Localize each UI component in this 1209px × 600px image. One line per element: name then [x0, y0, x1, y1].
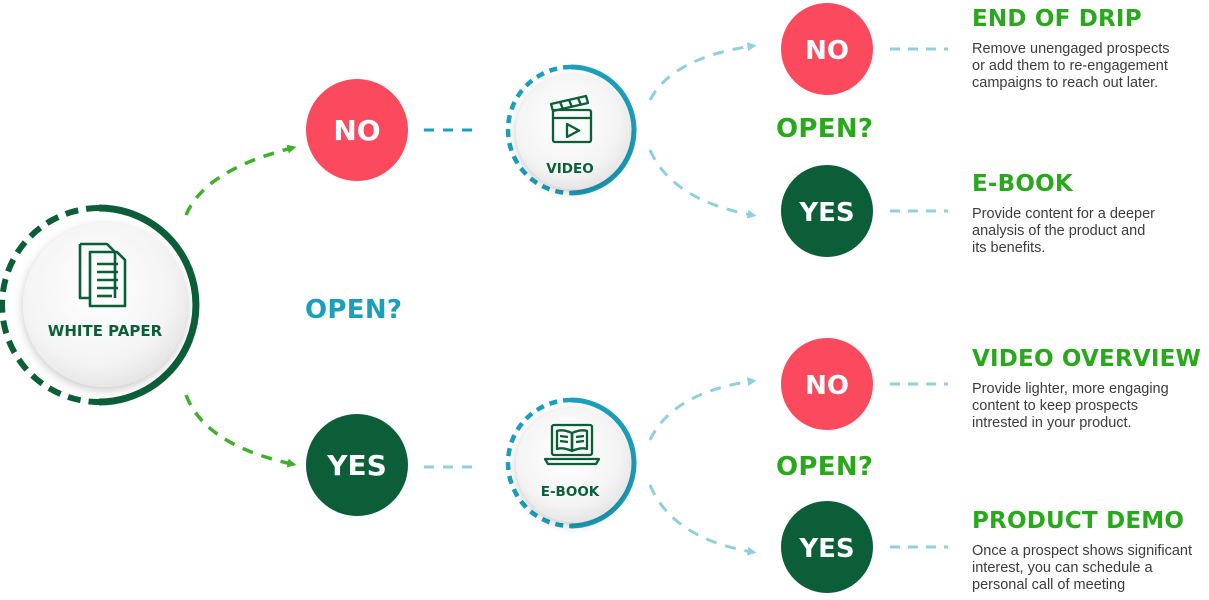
decision-label-video: OPEN?: [776, 114, 874, 144]
ebook-label: E-BOOK: [541, 484, 600, 500]
answer-yes-video: YES: [781, 165, 873, 257]
decision-label-first: OPEN?: [305, 295, 403, 325]
video-node: VIDEO: [505, 64, 637, 196]
outcome-title: VIDEO OVERVIEW: [972, 346, 1202, 372]
outcome-video-overview: VIDEO OVERVIEW Provide lighter, more eng…: [972, 346, 1204, 432]
outcome-description: Provide content for a deeper analysis of…: [972, 206, 1155, 256]
document-icon: [78, 242, 127, 308]
outcome-ebook: E-BOOK Provide content for a deeper anal…: [972, 171, 1204, 257]
video-label: VIDEO: [546, 161, 593, 177]
outcome-title: END OF DRIP: [972, 6, 1142, 32]
outcome-title: E-BOOK: [972, 171, 1073, 197]
answer-yes-ebook: YES: [781, 501, 873, 593]
svg-text:YES: YES: [326, 449, 387, 482]
outcome-title: PRODUCT DEMO: [972, 508, 1185, 534]
svg-text:YES: YES: [798, 534, 854, 564]
svg-text:NO: NO: [805, 371, 849, 401]
answer-no-ebook: NO: [781, 338, 873, 430]
laptop-book-icon: [543, 423, 601, 466]
svg-text:NO: NO: [805, 36, 849, 66]
arrow-ebook-to-yes: [648, 484, 757, 556]
arrow-whitepaper-to-no: [184, 144, 297, 216]
svg-text:YES: YES: [798, 198, 854, 228]
arrow-video-to-no: [648, 42, 757, 101]
svg-text:NO: NO: [333, 114, 380, 147]
decision-label-ebook: OPEN?: [776, 452, 874, 482]
answer-no-1: NO: [306, 79, 408, 181]
outcome-description: Provide lighter, more engaging content t…: [972, 381, 1169, 431]
answer-no-video: NO: [781, 3, 873, 95]
outcome-description: Remove unengaged prospects or add them t…: [972, 41, 1170, 91]
arrow-video-to-yes: [648, 149, 757, 219]
clapperboard-icon: [549, 94, 593, 144]
white-paper-node: WHITE PAPER: [0, 204, 200, 406]
outcome-end-of-drip: END OF DRIP Remove unengaged prospects o…: [972, 6, 1204, 92]
ebook-node: E-BOOK: [505, 397, 637, 529]
white-paper-label: WHITE PAPER: [48, 322, 163, 340]
arrow-ebook-to-no: [648, 377, 757, 441]
outcome-product-demo: PRODUCT DEMO Once a prospect shows signi…: [972, 508, 1204, 594]
answer-yes-1: YES: [306, 414, 408, 516]
arrow-whitepaper-to-yes: [184, 394, 297, 468]
outcome-description: Once a prospect shows significant intere…: [972, 543, 1193, 593]
